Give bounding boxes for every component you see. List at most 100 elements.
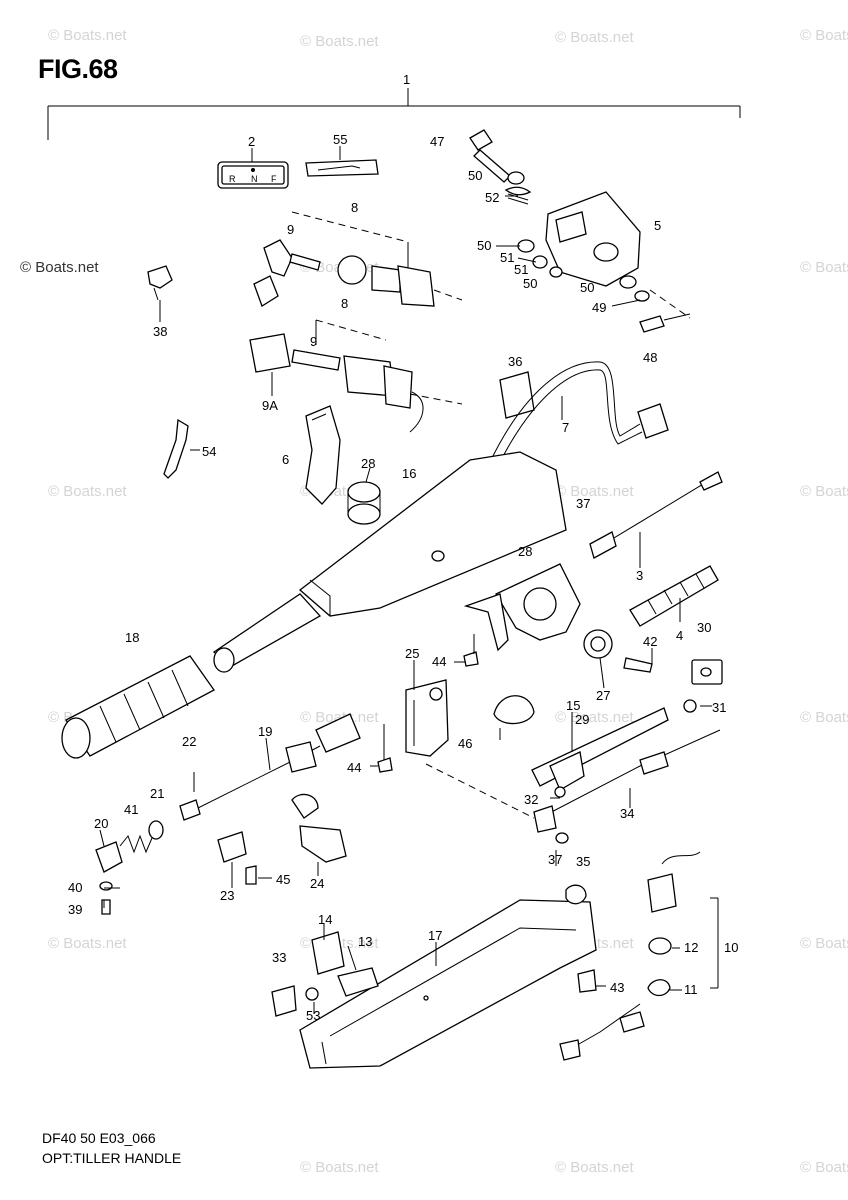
callout-label: 50	[523, 276, 537, 291]
leader-lines	[99, 146, 712, 1014]
watermark: © Boats.net	[300, 709, 379, 726]
bracket-25	[405, 679, 449, 757]
callout-label: 24	[310, 876, 324, 891]
detent-spring	[95, 772, 195, 915]
watermark: © Boats.net	[20, 259, 99, 276]
callout-label: 36	[508, 354, 522, 369]
grommet-36	[499, 371, 535, 419]
callout-label: 20	[94, 816, 108, 831]
shift-letter-n: N	[251, 174, 258, 184]
watermark: © Boats.net	[800, 709, 848, 726]
watermark: © Boats.net	[555, 709, 634, 726]
shift-rod	[179, 713, 361, 821]
callout-label: 32	[524, 792, 538, 807]
callout-label: 51	[514, 262, 528, 277]
callout-label: 51	[500, 250, 514, 265]
callout-label: 35	[576, 854, 590, 869]
watermark: © Boats.net	[555, 1159, 634, 1176]
callout-label: 2	[248, 134, 255, 149]
watermark: © Boats.net	[800, 27, 848, 44]
callout-label: 17	[428, 928, 442, 943]
callout-label: 29	[575, 712, 589, 727]
shift-letter-f: F	[271, 174, 277, 184]
wire-harness	[489, 361, 669, 467]
decal	[305, 159, 379, 177]
watermark: © Boats.net	[48, 27, 127, 44]
callout-label: 3	[636, 568, 643, 583]
shift-letter-r: R	[229, 174, 236, 184]
tiller-bracket-base	[299, 884, 597, 1069]
callout-label: 44	[432, 654, 446, 669]
grommet	[347, 481, 381, 525]
tiller-bracket	[517, 191, 691, 333]
watermark: © Boats.net	[300, 33, 379, 50]
callout-label: 9	[310, 334, 317, 349]
clip	[163, 418, 189, 479]
callout-label: 9	[287, 222, 294, 237]
callout-label: 40	[68, 880, 82, 895]
callout-label: 41	[124, 802, 138, 817]
model-code: DF40 50 E03_066	[42, 1130, 156, 1146]
tiller-handle	[212, 451, 567, 673]
watermark: © Boats.net	[800, 259, 848, 276]
callout-label: 1	[403, 72, 410, 87]
callout-label: 50	[580, 280, 594, 295]
callout-label: 5	[654, 218, 661, 233]
callout-label: 27	[596, 688, 610, 703]
callout-label: 25	[405, 646, 419, 661]
callout-label: 14	[318, 912, 332, 927]
callout-label: 38	[153, 324, 167, 339]
shift-indicator-plate: R N F	[217, 161, 289, 189]
callout-label: 31	[712, 700, 726, 715]
ignition-switch-assembly	[253, 211, 463, 307]
callout-label: 7	[562, 420, 569, 435]
watermark: © Boats.net	[555, 483, 634, 500]
figure-title: FIG.68	[38, 54, 118, 84]
small-washers	[554, 786, 569, 844]
callout-label: 15	[566, 698, 580, 713]
bolt-and-washers	[469, 129, 532, 205]
callout-label: 37	[576, 496, 590, 511]
callout-label: 53	[306, 1008, 320, 1023]
callout-label: 42	[643, 634, 657, 649]
callout-label: 37	[548, 852, 562, 867]
callout-label: 23	[220, 888, 234, 903]
callout-label: 11	[684, 982, 698, 997]
callout-label: 22	[182, 734, 196, 749]
callout-label: 43	[610, 980, 624, 995]
callout-label: 6	[282, 452, 289, 467]
callout-label: 4	[676, 628, 683, 643]
switch-parts	[271, 931, 379, 1017]
plate-31	[683, 659, 723, 713]
callout-label: 44	[347, 760, 361, 775]
callout-label: 30	[697, 620, 711, 635]
callout-label: 19	[258, 724, 272, 739]
callout-label: 12	[684, 940, 698, 955]
callout-label: 49	[592, 300, 606, 315]
callout-label: 34	[620, 806, 634, 821]
callout-label: 45	[276, 872, 290, 887]
callout-label: 8	[341, 296, 348, 311]
callout-label: 47	[430, 134, 444, 149]
bushing	[583, 629, 613, 659]
throttle-cable	[589, 471, 723, 559]
callout-label: 52	[485, 190, 499, 205]
callout-label: 39	[68, 902, 82, 917]
watermark: © Boats.net	[48, 483, 127, 500]
bolt-44	[463, 634, 479, 667]
part-38	[147, 265, 173, 301]
kill-switch-assembly	[559, 851, 719, 1061]
watermark: © Boats.net	[800, 1159, 848, 1176]
assembly-bracket	[47, 88, 741, 140]
bolt-42	[623, 657, 653, 673]
throttle-mechanism	[463, 563, 581, 652]
callout-label: 54	[202, 444, 216, 459]
callout-label: 55	[333, 132, 347, 147]
callout-label: 9A	[262, 398, 278, 413]
stop-switch-assembly	[249, 319, 463, 433]
callout-label: 28	[361, 456, 375, 471]
callout-label: 46	[458, 736, 472, 751]
figure-caption: OPT:TILLER HANDLE	[42, 1150, 182, 1166]
callout-label: 10	[724, 940, 738, 955]
shift-detent-parts	[217, 793, 347, 885]
